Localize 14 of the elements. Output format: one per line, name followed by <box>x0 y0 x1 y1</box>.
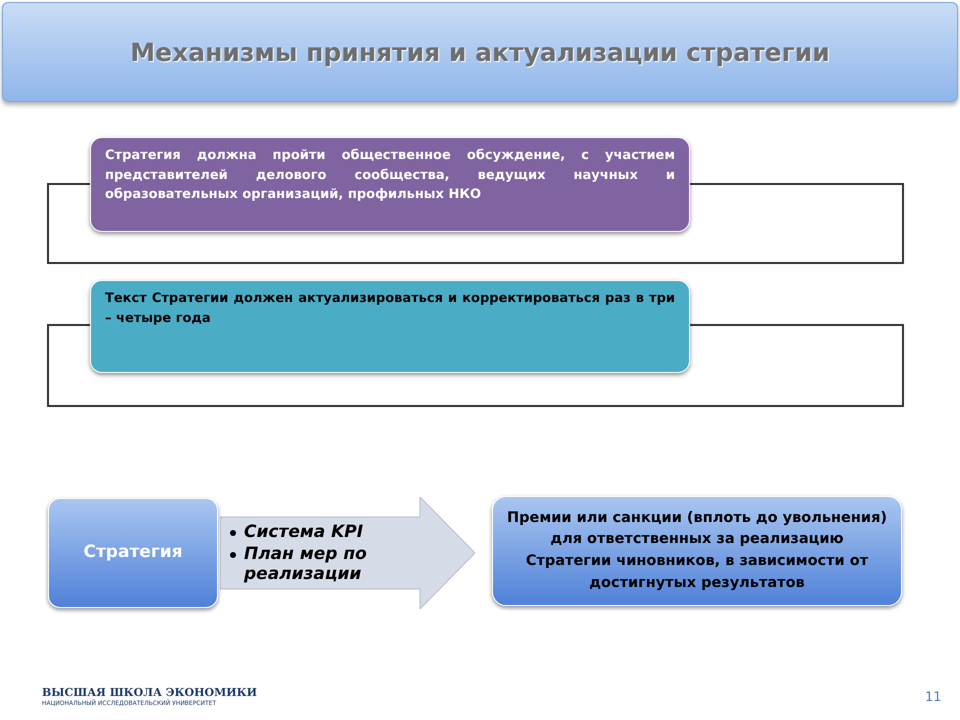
node-text: Текст Стратегии должен актуализироваться и корректироваться раз в три – четыре года <box>105 290 675 328</box>
bullet-item: План мер по реализации <box>244 544 368 584</box>
bullet-item: Система KPI <box>244 522 364 542</box>
title: Механизмы принятия и актуализации стратегии <box>130 38 830 66</box>
strategy-box <box>48 498 218 608</box>
text-box <box>90 280 690 373</box>
node-text: Стратегия должна пройти общественное обсуждение, с участием представителей делового сообщества, ведущих научных и образовательных организаций, профильных НКО <box>105 147 675 204</box>
page-number: 11 <box>925 690 942 705</box>
arrow-shape <box>220 497 475 609</box>
text-box <box>492 496 902 606</box>
text-box <box>90 137 690 232</box>
node-text: Стратегия <box>82 541 184 564</box>
institution-name: ВЫСШАЯ ШКОЛА ЭКОНОМИКИ <box>42 686 258 699</box>
node-text: Премии или санкции (вплоть до увольнения) для ответственных за реализацию Стратегии чиновников, в зависимости от достигнутых результатов <box>507 508 887 593</box>
